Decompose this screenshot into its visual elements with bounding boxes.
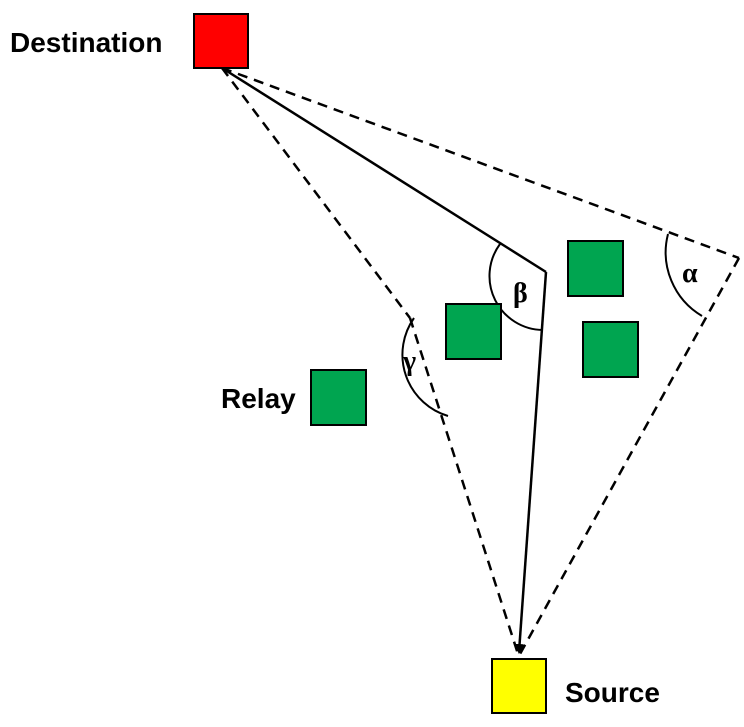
- source-label: Source: [565, 677, 660, 708]
- dashed-line-destination-to-gamma-vertex: [221, 67, 411, 319]
- relay-node: [310, 369, 367, 426]
- angle-label-gamma: γ: [402, 346, 416, 377]
- dashed-line-gamma-vertex-to-source: [408, 317, 520, 655]
- dashed-line-alpha-vertex-to-source: [518, 257, 741, 655]
- relay-label: Relay: [221, 383, 296, 414]
- angle-arc-beta: [488, 243, 544, 331]
- destination-label: Destination: [10, 27, 162, 58]
- relay-candidate-node: [445, 303, 502, 360]
- solid-line-destination-to-beta-vertex: [221, 66, 547, 274]
- source-node: [491, 658, 547, 714]
- angle-arc-alpha: [664, 233, 703, 317]
- angle-label-beta: β: [513, 278, 528, 309]
- dashed-line-destination-to-alpha-vertex: [221, 66, 740, 260]
- relay-candidate-node: [582, 321, 639, 378]
- angle-arc-gamma: [401, 317, 449, 417]
- angle-label-alpha: α: [682, 258, 698, 289]
- relay-candidate-node: [567, 240, 624, 297]
- solid-line-beta-vertex-to-source: [514, 271, 548, 654]
- destination-node: [193, 13, 249, 69]
